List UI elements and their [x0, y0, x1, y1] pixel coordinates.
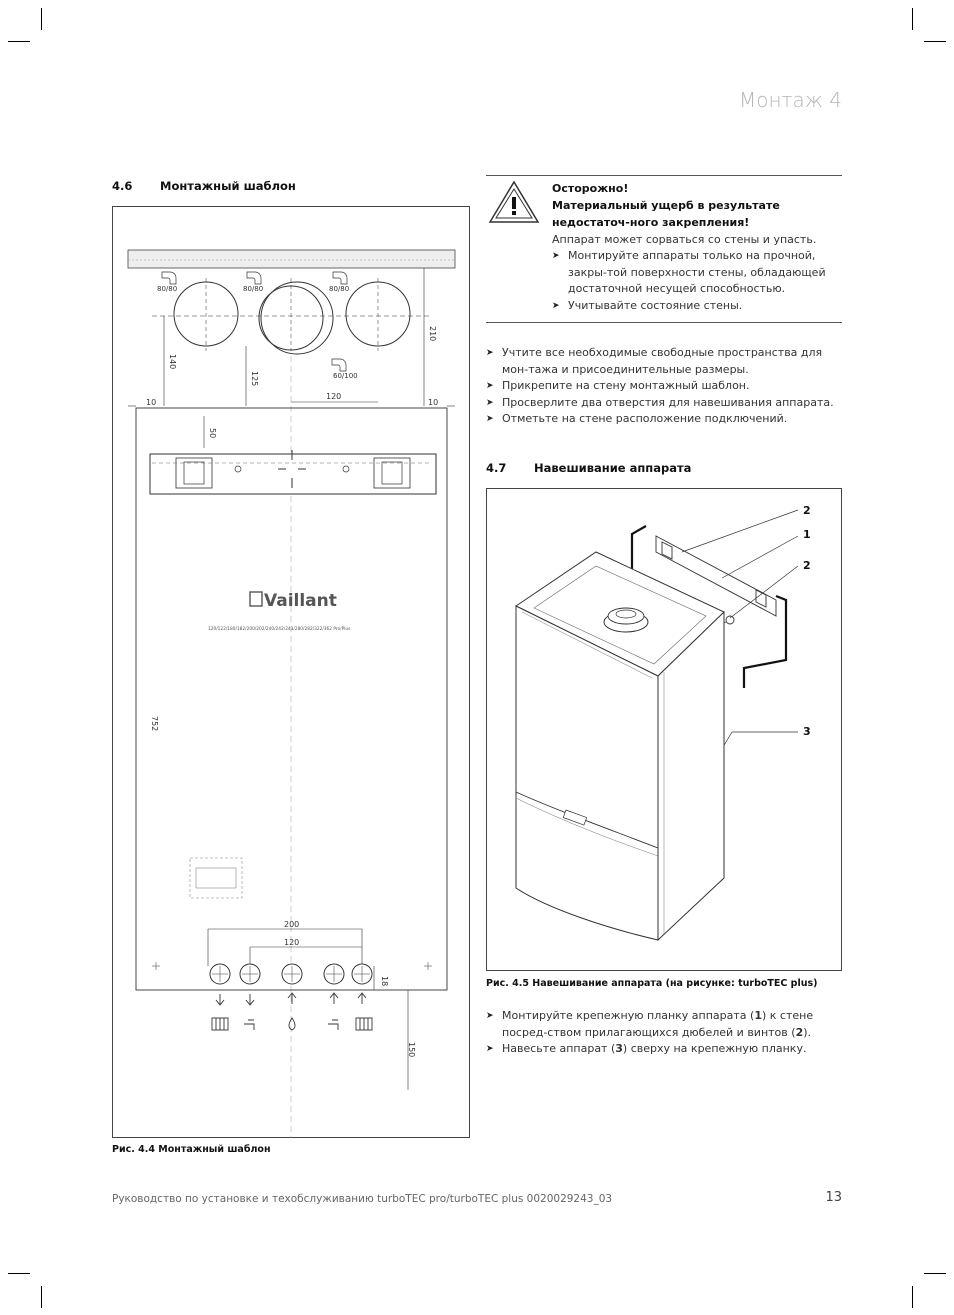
caution-title: Осторожно! [552, 182, 629, 195]
caution-item: Монтируйте аппараты только на прочной, з… [552, 248, 842, 298]
steps-4-7: Монтируйте крепежную планку аппарата (1)… [486, 1008, 842, 1058]
crop-mark [41, 1286, 42, 1308]
dim-label: 80/80 [329, 285, 349, 293]
steps-4-6: Учтите все необходимые свободные простра… [486, 345, 842, 428]
section-heading-4-7: 4.7 Навешивание аппарата [486, 461, 691, 475]
hanging-device-figure: 2 1 2 3 [486, 488, 842, 971]
step-item: Монтируйте крепежную планку аппарата (1)… [486, 1008, 842, 1041]
step-item: Прикрепите на стену монтажный шаблон. [486, 378, 842, 395]
section-title: Навешивание аппарата [534, 461, 692, 475]
chapter-title: Монтаж 4 [738, 88, 842, 112]
crop-mark [912, 8, 913, 30]
dim-label: 752 [150, 716, 159, 731]
section-title: Монтажный шаблон [160, 179, 296, 193]
caution-item: Учитывайте состояние стены. [552, 298, 842, 315]
dim-label: 10 [428, 398, 438, 407]
vaillant-logo: Vaillant [249, 591, 337, 611]
caution-block: Осторожно! Материальный ущерб в результа… [552, 180, 842, 314]
crop-mark [912, 1286, 913, 1308]
dim-label: 10 [146, 398, 156, 407]
dim-label: 18 [380, 976, 389, 986]
dim-label: 120 [284, 938, 299, 947]
dim-label: 80/80 [243, 285, 263, 293]
step-item: Просверлите два отверстия для навешивани… [486, 395, 842, 412]
dim-label: 140 [168, 354, 177, 369]
step-item: Учтите все необходимые свободные простра… [486, 345, 842, 378]
section-number: 4.6 [112, 179, 133, 193]
crop-mark [924, 41, 946, 42]
dim-label: 50 [208, 428, 217, 438]
warning-triangle-icon [488, 180, 540, 223]
footer-text: Руководство по установке и техобслуживан… [112, 1193, 613, 1205]
caution-body: Аппарат может сорваться со стены и упаст… [552, 233, 817, 246]
connection-symbols [211, 992, 373, 1031]
crop-mark [41, 8, 42, 30]
crop-mark [8, 1273, 30, 1274]
page-number: 13 [825, 1190, 842, 1205]
callout-label: 2 [803, 504, 811, 517]
dim-label: 125 [250, 371, 259, 386]
section-number: 4.7 [486, 461, 507, 475]
crop-mark [8, 41, 30, 42]
caution-top-rule [486, 175, 842, 176]
figure-caption-4-4: Рис. 4.4 Монтажный шаблон [112, 1144, 271, 1155]
step-ref: 3 [615, 1042, 623, 1055]
dim-label: 60/100 [333, 372, 358, 380]
step-item: Навесьте аппарат (3) сверху на крепежную… [486, 1041, 842, 1058]
step-text: ) сверху на крепежную планку. [622, 1042, 807, 1055]
step-ref: 2 [795, 1025, 804, 1039]
mounting-template-figure: 80/80 80/80 80/80 60/100 210 140 125 120… [112, 206, 470, 1138]
figure-caption-4-5: Рис. 4.5 Навешивание аппарата (на рисунк… [486, 978, 818, 989]
dim-label: 210 [428, 326, 437, 341]
callout-label: 2 [803, 559, 811, 572]
section-heading-4-6: 4.6 Монтажный шаблон [112, 179, 296, 193]
dim-label: 150 [407, 1042, 416, 1057]
caution-subtitle: Материальный ущерб в результате недостат… [552, 199, 780, 229]
step-item: Отметьте на стене расположение подключен… [486, 411, 842, 428]
model-list: 120/122/180/182/200/202/240/242/243/280/… [208, 626, 351, 632]
step-text: ) к стене посред-ством прилагающихся дюб… [502, 1009, 814, 1039]
step-text: Навесьте аппарат ( [502, 1042, 616, 1055]
crop-mark [924, 1273, 946, 1274]
step-text: Монтируйте крепежную планку аппарата ( [502, 1009, 755, 1022]
callout-label: 3 [803, 725, 811, 738]
step-ref: 1 [754, 1009, 762, 1022]
step-text: ). [803, 1025, 812, 1039]
device-sketch [189, 857, 243, 899]
brand-name: Vaillant [264, 591, 337, 611]
callout-label: 1 [803, 528, 811, 541]
dim-label: 200 [284, 920, 299, 929]
dim-label: 80/80 [157, 285, 177, 293]
caution-bottom-rule [486, 322, 842, 323]
dim-label: 120 [326, 392, 341, 401]
